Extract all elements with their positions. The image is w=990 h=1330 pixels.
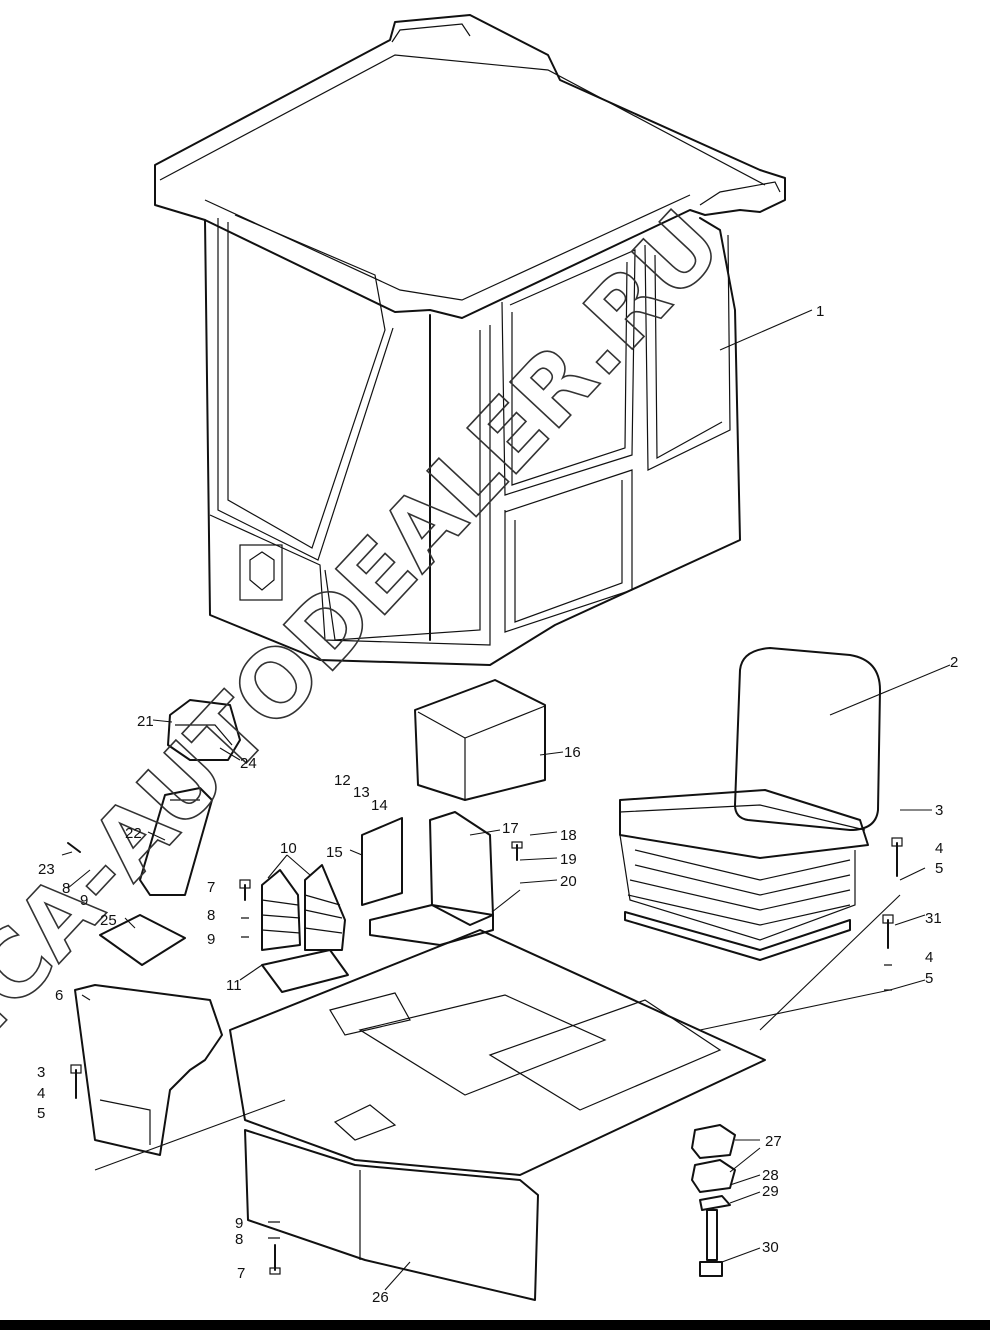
label-part-9: 9 — [207, 931, 215, 948]
storage-box — [414, 679, 546, 801]
label-part-26: 26 — [372, 1289, 389, 1306]
label-part-5: 5 — [935, 860, 943, 877]
pedal-plate — [261, 949, 349, 993]
label-part-13: 13 — [353, 784, 370, 801]
label-part-4: 4 — [935, 840, 943, 857]
label-part-14: 14 — [371, 797, 388, 814]
label-part-8b: 8 — [62, 880, 70, 897]
floor-plate — [229, 929, 766, 1176]
label-part-22: 22 — [125, 825, 142, 842]
side-panel — [74, 984, 223, 1156]
label-part-3b: 3 — [37, 1064, 45, 1081]
label-part-9c: 9 — [235, 1215, 243, 1232]
label-part-6: 6 — [55, 987, 63, 1004]
label-part-4b: 4 — [925, 949, 933, 966]
part-labels: 1 2 3 4 5 31 4 5 16 17 18 19 20 15 12 13… — [37, 303, 958, 1306]
console-bracket — [369, 811, 494, 946]
fasteners — [67, 837, 903, 1275]
label-part-23: 23 — [38, 861, 55, 878]
label-part-8: 8 — [207, 907, 215, 924]
label-part-12: 12 — [334, 772, 351, 789]
cover-plate — [361, 817, 403, 906]
label-part-5b: 5 — [925, 970, 933, 987]
label-part-11: 11 — [226, 977, 242, 994]
steering-column — [139, 787, 213, 896]
label-part-16: 16 — [564, 744, 581, 761]
control-box — [167, 699, 241, 761]
label-part-7: 7 — [207, 879, 215, 896]
label-part-8c: 8 — [235, 1231, 243, 1248]
pedal-boots — [261, 864, 346, 951]
label-part-7b: 7 — [237, 1265, 245, 1282]
label-part-18: 18 — [560, 827, 577, 844]
operator-seat — [619, 647, 881, 961]
label-part-21: 21 — [137, 713, 154, 730]
mounting-plate — [99, 914, 186, 966]
rubber-mount-stack — [691, 1124, 736, 1277]
label-part-2: 2 — [950, 654, 958, 671]
label-part-28: 28 — [762, 1167, 779, 1184]
label-part-31: 31 — [925, 910, 942, 927]
lower-cover — [244, 1129, 539, 1301]
label-part-20: 20 — [560, 873, 577, 890]
watermark-text: NCA-AUTODEALER.RU — [0, 191, 742, 1085]
label-part-5c: 5 — [37, 1105, 45, 1122]
bottom-border — [0, 1320, 990, 1330]
label-part-10: 10 — [280, 840, 297, 857]
label-part-4c: 4 — [37, 1085, 45, 1102]
label-part-19: 19 — [560, 851, 577, 868]
label-part-25: 25 — [100, 912, 117, 929]
cab-assembly — [154, 14, 786, 666]
label-part-27: 27 — [765, 1133, 782, 1150]
leader-lines — [61, 309, 951, 1291]
label-part-29: 29 — [762, 1183, 779, 1200]
label-part-15: 15 — [326, 844, 343, 861]
label-part-24: 24 — [240, 755, 257, 772]
label-part-3: 3 — [935, 802, 943, 819]
label-part-17: 17 — [502, 820, 519, 837]
label-part-1: 1 — [816, 303, 824, 320]
label-part-9b: 9 — [80, 892, 88, 909]
label-part-30: 30 — [762, 1239, 779, 1256]
